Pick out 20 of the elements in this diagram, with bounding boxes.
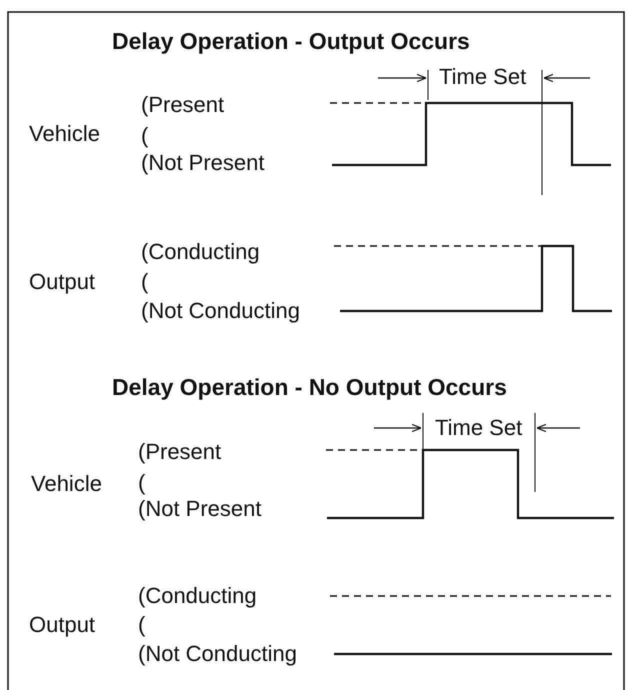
state-label: (Not Present (141, 150, 264, 176)
signal-label: Vehicle (29, 121, 100, 147)
state-label: (Present (141, 92, 224, 118)
bracket-mark: ( (141, 123, 148, 149)
state-label: (Not Conducting (141, 298, 300, 324)
bracket-mark: ( (141, 269, 148, 295)
state-label: (Conducting (141, 239, 260, 265)
bracket-mark: ( (138, 470, 146, 496)
heading: Delay Operation - Output Occurs (112, 28, 470, 54)
state-label: (Conducting (138, 583, 257, 609)
state-label: (Present (138, 439, 222, 465)
signal-label: Output (29, 269, 96, 295)
state-label: (Not Present (138, 496, 262, 522)
signal-label: Output (29, 612, 96, 638)
state-label: (Not Conducting (138, 641, 297, 667)
time-label: Time Set (439, 64, 526, 90)
heading: Delay Operation - No Output Occurs (112, 374, 507, 400)
time-label: Time Set (435, 415, 522, 441)
bracket-mark: ( (138, 612, 146, 638)
signal-label: Vehicle (31, 471, 102, 497)
